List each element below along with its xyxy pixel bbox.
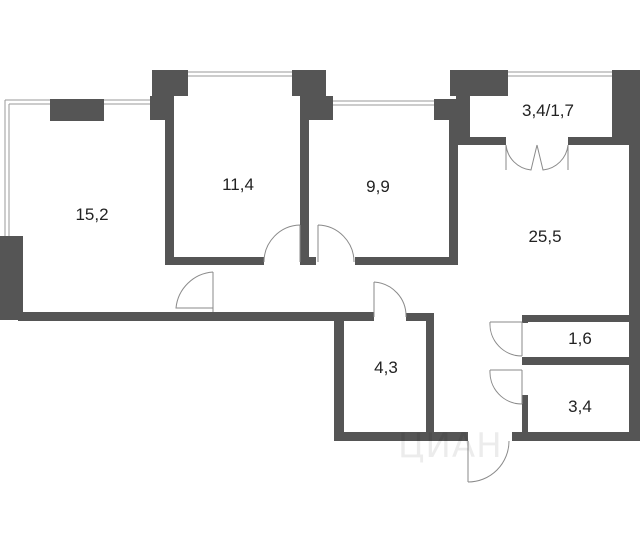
wall-left-outer xyxy=(0,236,22,320)
wall-balcony-right xyxy=(612,70,640,145)
wall-storage-top-right xyxy=(406,313,434,321)
wall-balcony-left xyxy=(456,90,470,145)
window-balcony xyxy=(508,71,612,77)
wall-balcony-bottom-right xyxy=(568,137,640,145)
wall-b2-bottom-stub xyxy=(300,257,316,265)
window-bedroom-3 xyxy=(333,100,434,106)
wall-bath-2-left xyxy=(522,395,528,440)
wall-bath-bottom xyxy=(512,432,640,441)
door-bedroom-3 xyxy=(317,224,355,263)
wall-b2-left xyxy=(165,90,174,263)
room-area-label: 25,5 xyxy=(528,227,562,246)
wall-balcony-bottom-left xyxy=(456,137,506,145)
door-bath-2 xyxy=(489,369,523,405)
room-area-label: 1,6 xyxy=(568,329,592,348)
room-area-label: 11,4 xyxy=(222,175,254,194)
door-bath-1 xyxy=(489,321,523,357)
wall-pier-5 xyxy=(308,96,333,120)
wall-window-pier-1 xyxy=(50,99,104,121)
room-area-label: 15,2 xyxy=(75,205,109,224)
doors xyxy=(175,144,569,483)
watermark-logo: ЦИАН xyxy=(398,426,503,466)
wall-b3-bottom xyxy=(355,257,458,265)
wall-storage-top-left xyxy=(334,312,374,321)
wall-b2-right xyxy=(300,90,309,263)
door-balcony-right xyxy=(536,144,569,171)
wall-bath-1-left xyxy=(522,315,528,323)
wall-storage-right xyxy=(426,313,434,440)
door-entrance xyxy=(467,440,510,483)
wall-bottom-left xyxy=(18,312,348,321)
wall-b2-bottom xyxy=(165,257,264,265)
room-area-label: 9,9 xyxy=(366,177,390,196)
wall-bath-top xyxy=(522,315,640,322)
wall-storage-left xyxy=(334,312,344,440)
wall-right-outer xyxy=(629,145,640,441)
wall-left-mid xyxy=(18,236,23,320)
door-bedroom-2 xyxy=(263,224,301,263)
wall-b3-right xyxy=(449,99,458,265)
room-area-label: 3,4 xyxy=(568,397,592,416)
room-area-label: 3,4/1,7 xyxy=(522,101,574,120)
walls xyxy=(0,70,640,441)
door-storage xyxy=(373,281,407,318)
door-left-room xyxy=(175,271,214,312)
wall-bath-mid xyxy=(522,357,640,365)
room-area-label: 4,3 xyxy=(374,358,398,377)
wall-bottom xyxy=(334,432,468,441)
window-bedroom-2 xyxy=(188,71,292,77)
door-balcony-left xyxy=(505,144,538,171)
